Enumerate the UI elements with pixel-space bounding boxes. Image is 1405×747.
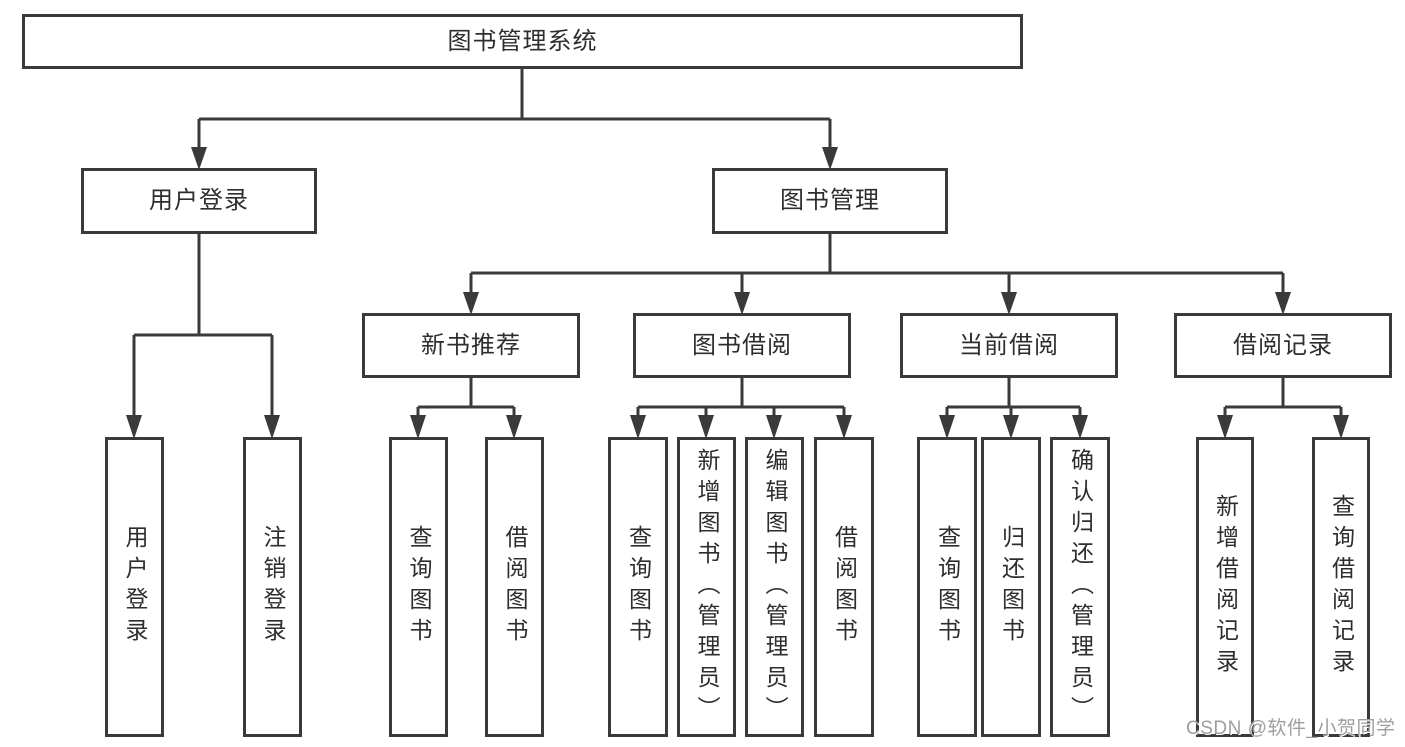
node-new-book-recommendation: 新书推荐 [362,313,580,378]
node-label: 查询图书 [934,525,961,649]
node-label: 用户登录 [122,525,148,649]
arrowhead [822,147,838,170]
arrowhead [734,292,750,315]
arrowhead [1001,292,1017,315]
arrowhead [191,147,207,170]
arrowhead [126,415,142,439]
node-label: 图书管理 [780,187,880,214]
node-label: 借阅记录 [1233,331,1333,359]
node-return-books: 归还图书 [981,437,1041,737]
arrowhead [1003,415,1019,439]
node-label: 借阅图书 [831,525,858,649]
arrowhead [463,292,479,315]
csdn-watermark: CSDN @软件_小贺同学 [1186,718,1396,739]
arrowhead [698,415,714,439]
node-label: 用户登录 [149,187,249,214]
node-query-books-recommendation: 查询图书 [389,437,448,737]
node-label: 图书借阅 [692,331,792,359]
node-edit-book-admin: 编辑图书（管理员） [745,437,804,737]
node-label: 当前借阅 [959,331,1059,359]
node-label: 查询借阅记录 [1328,494,1355,680]
node-label: 借阅图书 [502,525,528,649]
node-label: 新书推荐 [421,331,521,359]
arrowhead [264,415,280,439]
node-current-borrowing: 当前借阅 [900,313,1118,378]
node-query-books-borrowing: 查询图书 [608,437,668,737]
node-user-login: 用户登录 [81,168,317,234]
node-label: 归还图书 [998,525,1025,649]
node-user-login-leaf: 用户登录 [105,437,164,737]
arrowhead [1333,415,1349,439]
node-label: 图书管理系统 [447,27,598,55]
node-add-book-admin: 新增图书（管理员） [677,437,736,737]
arrowhead [1275,292,1291,315]
arrowhead [836,415,852,439]
node-label: 确认归还（管理员） [1067,447,1094,727]
arrowhead [1072,415,1088,439]
arrowhead [630,415,646,439]
node-library-management-system: 图书管理系统 [22,14,1023,69]
connector-path [132,69,1343,418]
node-query-books-current: 查询图书 [917,437,977,737]
node-borrow-books-borrowing: 借阅图书 [814,437,874,737]
arrowhead [766,415,782,439]
node-book-management: 图书管理 [712,168,948,234]
node-logout-leaf: 注销登录 [243,437,302,737]
node-confirm-return-admin: 确认归还（管理员） [1050,437,1110,737]
node-label: 编辑图书（管理员） [762,447,788,727]
arrowhead [506,415,522,439]
node-add-borrow-record: 新增借阅记录 [1196,437,1254,737]
node-label: 查询图书 [625,525,652,649]
node-label: 查询图书 [406,525,432,649]
node-label: 新增借阅记录 [1212,494,1239,680]
node-label: 新增图书（管理员） [694,447,720,727]
arrowhead [939,415,955,439]
arrowhead [1217,415,1233,439]
node-borrow-books-recommendation: 借阅图书 [485,437,544,737]
node-borrowing-records: 借阅记录 [1174,313,1392,378]
node-label: 注销登录 [260,525,286,649]
node-book-borrowing: 图书借阅 [633,313,851,378]
arrowhead [410,415,426,439]
node-query-borrow-record: 查询借阅记录 [1312,437,1370,737]
